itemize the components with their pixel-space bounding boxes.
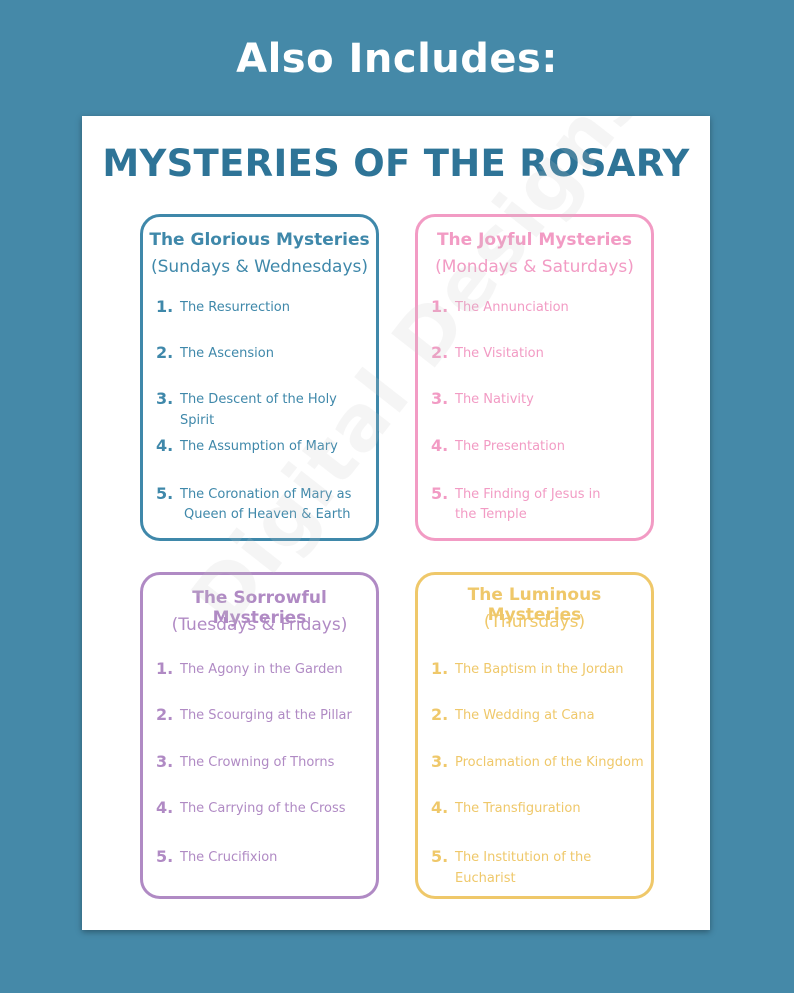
list-item: 5. The Institution of the Eucharist: [431, 848, 645, 889]
item-number: 2.: [431, 705, 449, 724]
item-text-continued: the Temple: [455, 507, 527, 522]
list-item: 4. The Carrying of the Cross: [156, 799, 370, 819]
card-title: The Glorious Mysteries: [149, 230, 370, 250]
list-item: 4. The Transfiguration: [431, 799, 645, 819]
list-item: 3. The Crowning of Thorns: [156, 753, 370, 773]
item-text: The Crucifixion: [180, 850, 278, 865]
card-title: The Sorrowful Mysteries: [192, 588, 327, 628]
list-item: 1. The Agony in the Garden: [156, 660, 370, 680]
sorrowful-mysteries-card: The Sorrowful Mysteries (Tuesdays & Frid…: [140, 572, 379, 899]
item-text: The Institution of the Eucharist: [455, 850, 592, 886]
list-item: 2. The Scourging at the Pillar: [156, 706, 370, 726]
item-text: The Ascension: [180, 346, 274, 361]
card-subtitle: (Sundays & Wednesdays): [150, 257, 369, 277]
item-text: The Nativity: [455, 392, 534, 407]
item-number: 1.: [431, 297, 449, 316]
item-number: 4.: [156, 436, 174, 455]
item-text: The Finding of Jesus in: [455, 487, 601, 502]
item-text: The Coronation of Mary as: [180, 487, 352, 502]
list-item: 1. The Baptism in the Jordan: [431, 660, 645, 680]
item-number: 2.: [156, 343, 174, 362]
list-item: 5. The Finding of Jesus in the Temple: [431, 485, 645, 525]
item-text: The Scourging at the Pillar: [180, 708, 352, 723]
card-title: The Luminous Mysteries: [467, 585, 602, 625]
item-number: 2.: [431, 343, 449, 362]
item-number: 5.: [156, 847, 174, 866]
item-text: The Presentation: [455, 439, 565, 454]
glorious-mysteries-card: The Glorious Mysteries (Sundays & Wednes…: [140, 214, 379, 541]
item-text-continued: Queen of Heaven & Earth: [184, 507, 351, 522]
card-subtitle: (Thursdays): [483, 612, 586, 632]
item-number: 5.: [431, 484, 449, 503]
item-number: 2.: [156, 705, 174, 724]
item-number: 5.: [156, 484, 174, 503]
card-subtitle: (Mondays & Saturdays): [435, 257, 634, 277]
list-item: 2. The Wedding at Cana: [431, 706, 645, 726]
item-number: 3.: [431, 389, 449, 408]
item-text: The Visitation: [455, 346, 544, 361]
list-item: 3. The Nativity: [431, 390, 645, 410]
list-item: 2. The Ascension: [156, 344, 370, 364]
item-number: 1.: [156, 659, 174, 678]
item-number: 3.: [156, 752, 174, 771]
item-text: The Resurrection: [180, 300, 290, 315]
item-number: 3.: [431, 752, 449, 771]
item-text: The Carrying of the Cross: [180, 801, 346, 816]
item-text: The Annunciation: [455, 300, 569, 315]
list-item: 3. The Descent of the Holy Spirit: [156, 390, 370, 431]
joyful-mysteries-card: The Joyful Mysteries (Mondays & Saturday…: [415, 214, 654, 541]
item-number: 4.: [431, 798, 449, 817]
item-text: The Agony in the Garden: [180, 662, 343, 677]
item-text: The Baptism in the Jordan: [455, 662, 624, 677]
list-item: 3. Proclamation of the Kingdom: [431, 753, 645, 773]
list-item: 1. The Annunciation: [431, 298, 645, 318]
list-item: 4. The Assumption of Mary: [156, 437, 370, 457]
list-item: 5. The Crucifixion: [156, 848, 370, 868]
card-title: The Joyful Mysteries: [436, 230, 633, 250]
item-number: 1.: [156, 297, 174, 316]
item-number: 5.: [431, 847, 449, 866]
card-subtitle: (Tuesdays & Fridays): [171, 615, 348, 635]
item-text: The Wedding at Cana: [455, 708, 595, 723]
list-item: 2. The Visitation: [431, 344, 645, 364]
item-text: The Transfiguration: [455, 801, 581, 816]
item-number: 3.: [156, 389, 174, 408]
item-text: The Crowning of Thorns: [180, 755, 335, 770]
item-number: 4.: [431, 436, 449, 455]
list-item: 1. The Resurrection: [156, 298, 370, 318]
page-header-title: Also Includes:: [236, 36, 558, 82]
list-item: 4. The Presentation: [431, 437, 645, 457]
printable-sheet: Digital Designs 4 Kids MYSTERIES OF THE …: [82, 116, 710, 930]
list-item: 5. The Coronation of Mary as Queen of He…: [156, 485, 370, 525]
item-text: The Assumption of Mary: [180, 439, 338, 454]
item-text: The Descent of the Holy Spirit: [180, 392, 337, 428]
item-number: 1.: [431, 659, 449, 678]
luminous-mysteries-card: The Luminous Mysteries (Thursdays) 1. Th…: [415, 572, 654, 899]
item-text: Proclamation of the Kingdom: [455, 755, 644, 770]
item-number: 4.: [156, 798, 174, 817]
sheet-title: MYSTERIES OF THE ROSARY: [102, 142, 690, 185]
